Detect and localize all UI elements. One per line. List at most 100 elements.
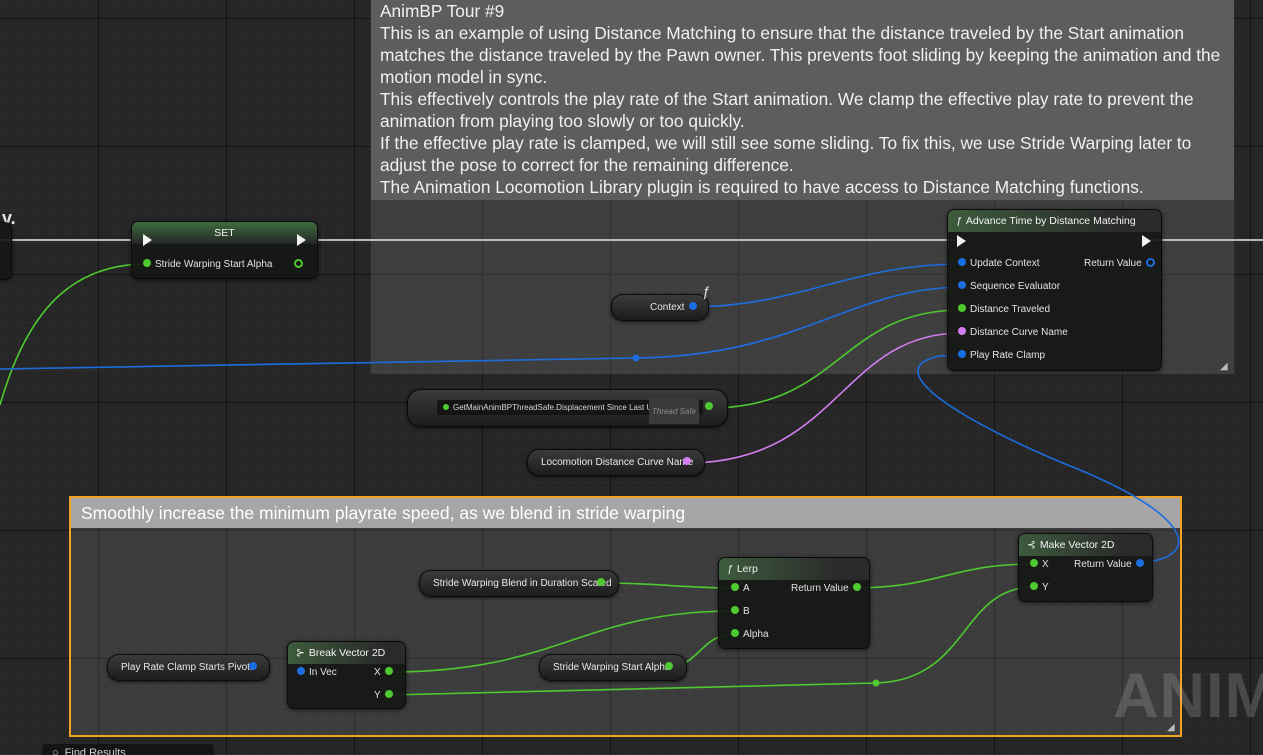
curve-name-label: Locomotion Distance Curve Name xyxy=(541,457,694,468)
comment-animbp-tour[interactable]: AnimBP Tour #9 This is an example of usi… xyxy=(371,0,1234,374)
float-wire xyxy=(388,610,736,673)
make-struct-icon: ⊰ xyxy=(1027,539,1036,551)
name-pin-icon xyxy=(958,327,966,336)
offscreen-node[interactable] xyxy=(0,222,12,280)
wire-reroute xyxy=(632,354,640,362)
start-alpha-label: Stride Warping Start Alpha xyxy=(553,662,671,673)
watermark-text: ANIMA xyxy=(1113,661,1263,731)
exec-in-pin[interactable] xyxy=(957,235,966,247)
pin-make-x[interactable]: X xyxy=(1030,559,1049,571)
resize-handle-icon[interactable]: ◢ xyxy=(1167,722,1175,733)
pin-break-x[interactable]: X xyxy=(374,667,393,679)
break-vector-title: ⊱Break Vector 2D xyxy=(288,642,405,664)
struct-pin-icon xyxy=(297,667,305,676)
function-icon: ƒ xyxy=(702,283,710,299)
struct-pin-icon xyxy=(958,258,966,267)
float-pin-icon xyxy=(731,629,739,638)
set-output-pin[interactable] xyxy=(294,258,307,271)
float-pin-icon xyxy=(731,606,739,615)
function-icon: ƒ xyxy=(956,215,962,227)
float-wire xyxy=(599,582,736,589)
pin-return-value[interactable]: Return Value xyxy=(1084,257,1155,270)
struct-pin-icon[interactable] xyxy=(689,302,697,310)
float-pin-icon xyxy=(384,690,393,699)
set-node[interactable]: SET Stride Warping Start Alpha xyxy=(131,221,318,279)
comment-tour-title: AnimBP Tour #9 xyxy=(380,1,505,21)
float-wire xyxy=(0,263,148,406)
break-vector-node[interactable]: ⊱Break Vector 2D In Vec X Y xyxy=(287,641,406,709)
pin-lerp-a[interactable]: A xyxy=(731,583,750,595)
start-alpha-node[interactable]: Stride Warping Start Alpha xyxy=(539,654,687,681)
float-pin-icon xyxy=(443,403,449,410)
function-icon: ƒ xyxy=(727,563,733,575)
comment-playrate-title: Smoothly increase the minimum playrate s… xyxy=(71,498,1180,528)
pin-lerp-return[interactable]: Return Value xyxy=(791,583,861,595)
resize-handle-icon[interactable]: ◢ xyxy=(1220,361,1228,372)
struct-pin-icon xyxy=(958,350,966,359)
pin-lerp-b[interactable]: B xyxy=(731,606,750,618)
float-pin-icon xyxy=(731,583,739,592)
pin-break-y[interactable]: Y xyxy=(374,690,393,702)
exec-out-pin[interactable] xyxy=(1142,235,1151,247)
set-node-title: SET xyxy=(132,222,317,244)
float-pin-icon xyxy=(852,583,861,592)
find-results-tab[interactable]: ○Find Results xyxy=(42,744,214,755)
clamp-pivots-node[interactable]: Play Rate Clamp Starts Pivots xyxy=(107,654,270,681)
pin-update-context[interactable]: Update Context xyxy=(958,258,1040,270)
search-icon: ○ xyxy=(52,747,59,755)
float-pin-icon xyxy=(958,304,966,313)
float-wire xyxy=(388,586,1035,696)
context-label: Context xyxy=(650,302,685,313)
clamp-pivots-label: Play Rate Clamp Starts Pivots xyxy=(121,662,255,673)
struct-pin-icon xyxy=(1145,257,1155,267)
make-vector-title: ⊰Make Vector 2D xyxy=(1019,534,1152,556)
comment-tour-text: AnimBP Tour #9 This is an example of usi… xyxy=(371,0,1234,200)
blend-duration-label: Stride Warping Blend in Duration Scaled xyxy=(433,578,612,589)
set-input-pin[interactable]: Stride Warping Start Alpha xyxy=(143,259,272,271)
name-pin-icon[interactable] xyxy=(683,457,691,465)
float-pin-icon xyxy=(143,259,151,268)
float-pin-icon xyxy=(294,258,303,268)
pin-make-return[interactable]: Return Value xyxy=(1074,559,1144,571)
context-node[interactable]: Context ƒ xyxy=(611,283,710,321)
float-pin-icon[interactable] xyxy=(597,578,605,586)
float-pin-icon xyxy=(1030,559,1038,568)
struct-wire xyxy=(0,286,963,370)
float-wire xyxy=(851,563,1035,589)
thread-safe-badge: Thread Safe xyxy=(648,399,699,424)
struct-pin-icon xyxy=(958,281,966,290)
struct-wire xyxy=(689,263,963,308)
float-pin-icon[interactable] xyxy=(665,662,673,670)
struct-pin-icon[interactable] xyxy=(249,662,257,670)
float-pin-icon xyxy=(384,667,393,676)
pin-in-vec[interactable]: In Vec xyxy=(297,667,337,679)
float-pin-icon[interactable] xyxy=(705,402,713,410)
exec-in-pin[interactable] xyxy=(143,234,152,246)
comment-tour-body: This is an example of using Distance Mat… xyxy=(380,23,1221,197)
struct-wire xyxy=(917,355,1180,564)
float-pin-icon xyxy=(1030,582,1038,591)
comment-playrate[interactable]: Smoothly increase the minimum playrate s… xyxy=(69,496,1182,737)
struct-pin-icon xyxy=(1135,559,1144,568)
exec-out-pin[interactable] xyxy=(297,234,306,246)
pin-play-rate-clamp[interactable]: Play Rate Clamp xyxy=(958,350,1045,362)
blend-duration-node[interactable]: Stride Warping Blend in Duration Scaled xyxy=(419,570,619,597)
break-struct-icon: ⊱ xyxy=(296,647,305,659)
make-vector-node[interactable]: ⊰Make Vector 2D X Y Return Value xyxy=(1018,533,1153,602)
get-displacement-node[interactable]: GetMainAnimBPThreadSafe.Displacement Sin… xyxy=(407,389,728,427)
pin-distance-curve-name[interactable]: Distance Curve Name xyxy=(958,327,1068,339)
curve-name-node[interactable]: Locomotion Distance Curve Name xyxy=(527,449,705,476)
pin-make-y[interactable]: Y xyxy=(1030,582,1049,594)
wire-reroute xyxy=(872,679,880,687)
float-wire xyxy=(709,309,963,409)
pin-distance-traveled[interactable]: Distance Traveled xyxy=(958,304,1050,316)
name-wire xyxy=(685,332,963,464)
pin-sequence-evaluator[interactable]: Sequence Evaluator xyxy=(958,281,1060,293)
pin-lerp-alpha[interactable]: Alpha xyxy=(731,629,769,641)
